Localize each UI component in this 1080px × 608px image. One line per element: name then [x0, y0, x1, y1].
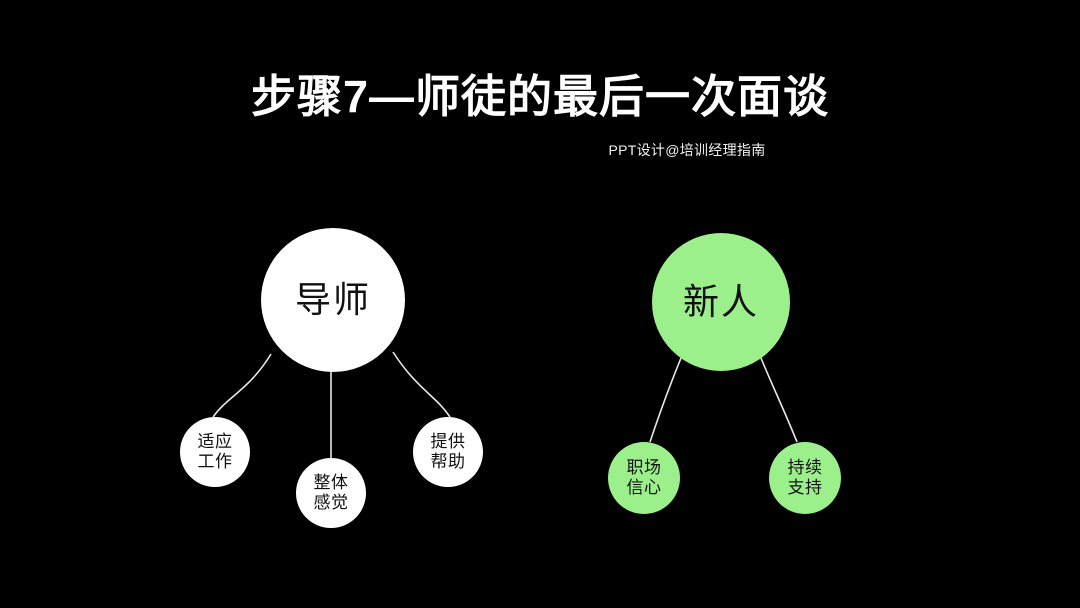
node-newcomer-root-label: 新人 [682, 281, 759, 323]
leaf-line-1: 提供 [430, 431, 466, 451]
page-subtitle: PPT设计@培训经理指南 [0, 140, 1080, 160]
leaf-line-2: 工作 [197, 452, 233, 471]
node-newcomer-leaf-support[interactable]: 持续 支持 [769, 442, 841, 514]
leaf-line-2: 感觉 [313, 493, 349, 512]
leaf-line-2: 支持 [787, 478, 823, 497]
node-label-stack: 职场 信心 [627, 458, 662, 498]
leaf-line-1: 持续 [787, 457, 823, 477]
node-mentor-root[interactable]: 导师 [261, 228, 405, 372]
leaf-line-2: 帮助 [430, 452, 466, 471]
leaf-line-1: 适应 [197, 431, 233, 451]
node-mentor-root-label: 导师 [294, 279, 371, 321]
leaf-line-2: 信心 [626, 478, 662, 497]
node-label-stack: 提供 帮助 [431, 432, 466, 472]
node-mentor-leaf-adapt[interactable]: 适应 工作 [180, 417, 250, 487]
node-newcomer-root[interactable]: 新人 [652, 233, 790, 371]
node-label-stack: 适应 工作 [198, 432, 233, 472]
edge-mentor-adapt [212, 353, 272, 418]
edge-newcomer-support [760, 357, 798, 443]
node-mentor-leaf-overall[interactable]: 整体 感觉 [296, 458, 366, 528]
node-mentor-leaf-help[interactable]: 提供 帮助 [413, 417, 483, 487]
edge-mentor-help [392, 351, 451, 418]
node-newcomer-leaf-confidence[interactable]: 职场 信心 [608, 442, 680, 514]
page-title: 步骤7—师徒的最后一次面谈 [250, 71, 830, 122]
leaf-line-1: 职场 [626, 457, 662, 477]
page-subtitle-text: PPT设计@培训经理指南 [608, 142, 766, 158]
node-label-stack: 整体 感觉 [314, 473, 349, 513]
leaf-line-1: 整体 [313, 472, 349, 492]
node-label-stack: 持续 支持 [788, 458, 823, 498]
edge-newcomer-confidence [649, 357, 682, 443]
